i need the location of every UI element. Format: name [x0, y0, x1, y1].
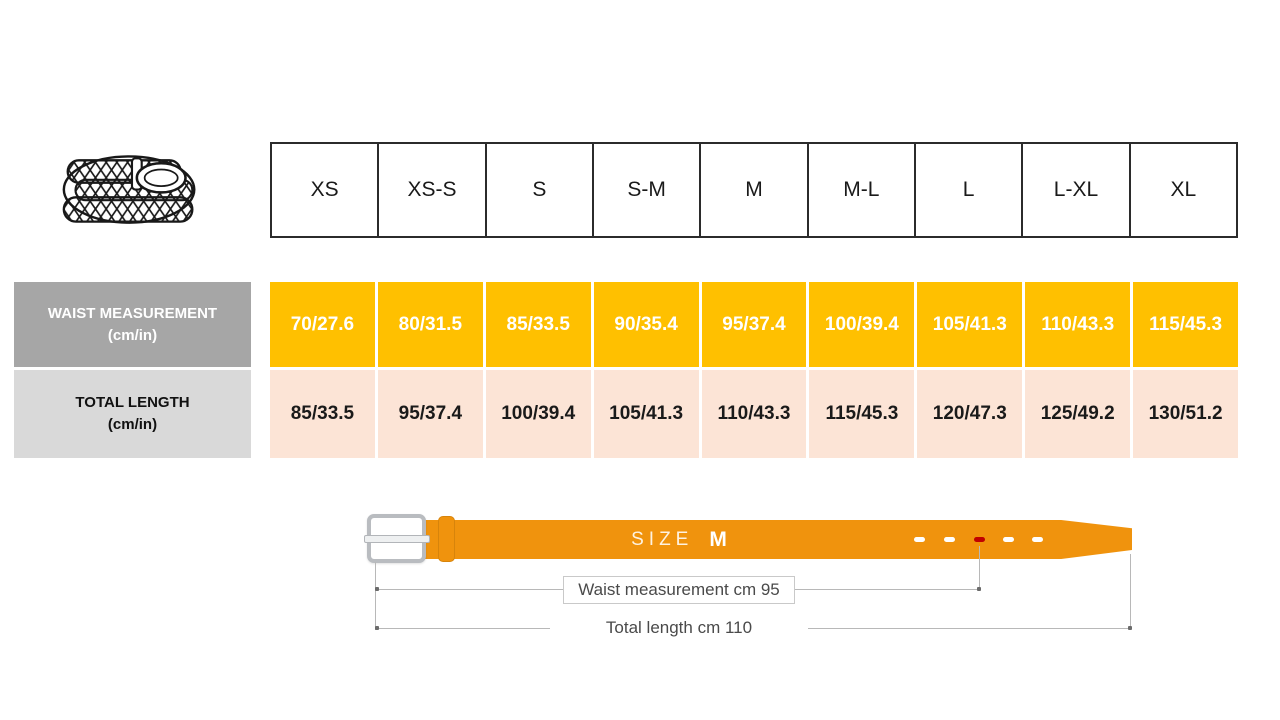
dimension-endpoint-dot [375, 587, 379, 591]
extension-line-marked-hole [979, 546, 980, 590]
waist-annotation-box: Waist measurement cm 95 [563, 576, 795, 604]
size-header-cell-m-l: M-L [809, 144, 916, 236]
size-value: M [709, 527, 727, 551]
length-value-cell: 85/33.5 [270, 370, 375, 458]
waist-value-cell: 105/41.3 [917, 282, 1023, 367]
size-header-cell-s: S [487, 144, 594, 236]
dimension-endpoint-dot [1128, 626, 1132, 630]
size-header-cell-l: L [916, 144, 1024, 236]
size-header-cell-s-m: S-M [594, 144, 702, 236]
length-value-cell: 100/39.4 [485, 370, 591, 458]
waist-value-cell: 110/43.3 [1025, 282, 1131, 367]
dimension-endpoint-dot [375, 626, 379, 630]
size-header-cell-xs: XS [272, 144, 380, 236]
total-length-row-label: TOTAL LENGTH (cm/in) [14, 370, 251, 458]
belt-buckle-prong [364, 535, 430, 543]
total-length-label-text: TOTAL LENGTH [75, 394, 190, 412]
size-header-cell-l-xl: L-XL [1023, 144, 1131, 236]
extension-line-belt-tip [1130, 554, 1131, 629]
belt-keeper-loop [438, 516, 455, 562]
belt-strap-illustration [424, 520, 1132, 559]
belt-hole-icon [944, 537, 955, 542]
waist-value-cell: 95/37.4 [701, 282, 807, 367]
length-value-cell: 130/51.2 [1133, 370, 1239, 458]
belt-hole-icon [1003, 537, 1014, 542]
size-label: SIZE [631, 528, 694, 550]
waist-value-cell: 85/33.5 [485, 282, 591, 367]
length-value-cell: 95/37.4 [377, 370, 483, 458]
waist-value-cell: 115/45.3 [1133, 282, 1239, 367]
length-value-cell: 105/41.3 [593, 370, 699, 458]
waist-value-cell: 70/27.6 [270, 282, 375, 367]
waist-measurement-label-unit: (cm/in) [107, 326, 158, 344]
length-value-cell: 125/49.2 [1025, 370, 1131, 458]
total-length-row: 85/33.5 95/37.4 100/39.4 105/41.3 110/43… [270, 370, 1239, 458]
extension-line-buckle [375, 562, 376, 630]
braided-belt-icon-svg [62, 155, 196, 224]
belt-size-text: SIZE M [424, 520, 934, 559]
waist-measurement-row: 70/27.6 80/31.5 85/33.5 90/35.4 95/37.4 … [270, 282, 1239, 367]
size-header-cell-xs-s: XS-S [379, 144, 487, 236]
size-header-cell-m: M [701, 144, 809, 236]
belt-hole-icon [914, 537, 925, 542]
length-value-cell: 110/43.3 [701, 370, 807, 458]
total-length-annotation: Total length cm 110 [550, 615, 808, 641]
length-value-cell: 115/45.3 [809, 370, 915, 458]
length-value-cell: 120/47.3 [917, 370, 1023, 458]
waist-measurement-row-label: WAIST MEASUREMENT (cm/in) [14, 282, 251, 367]
total-length-label-unit: (cm/in) [107, 416, 158, 433]
waist-value-cell: 100/39.4 [809, 282, 915, 367]
belt-hole-icon [1032, 537, 1043, 542]
dimension-endpoint-dot [977, 587, 981, 591]
waist-value-cell: 80/31.5 [377, 282, 483, 367]
waist-measurement-label-text: WAIST MEASUREMENT [47, 304, 218, 322]
waist-value-cell: 90/35.4 [593, 282, 699, 367]
braided-belt-icon [58, 138, 204, 242]
belt-hole-marked-icon [974, 537, 985, 542]
size-header-cell-xl: XL [1170, 178, 1197, 201]
size-header-row: XS XS-S S S-M M M-L L L-XL XL [270, 142, 1238, 238]
